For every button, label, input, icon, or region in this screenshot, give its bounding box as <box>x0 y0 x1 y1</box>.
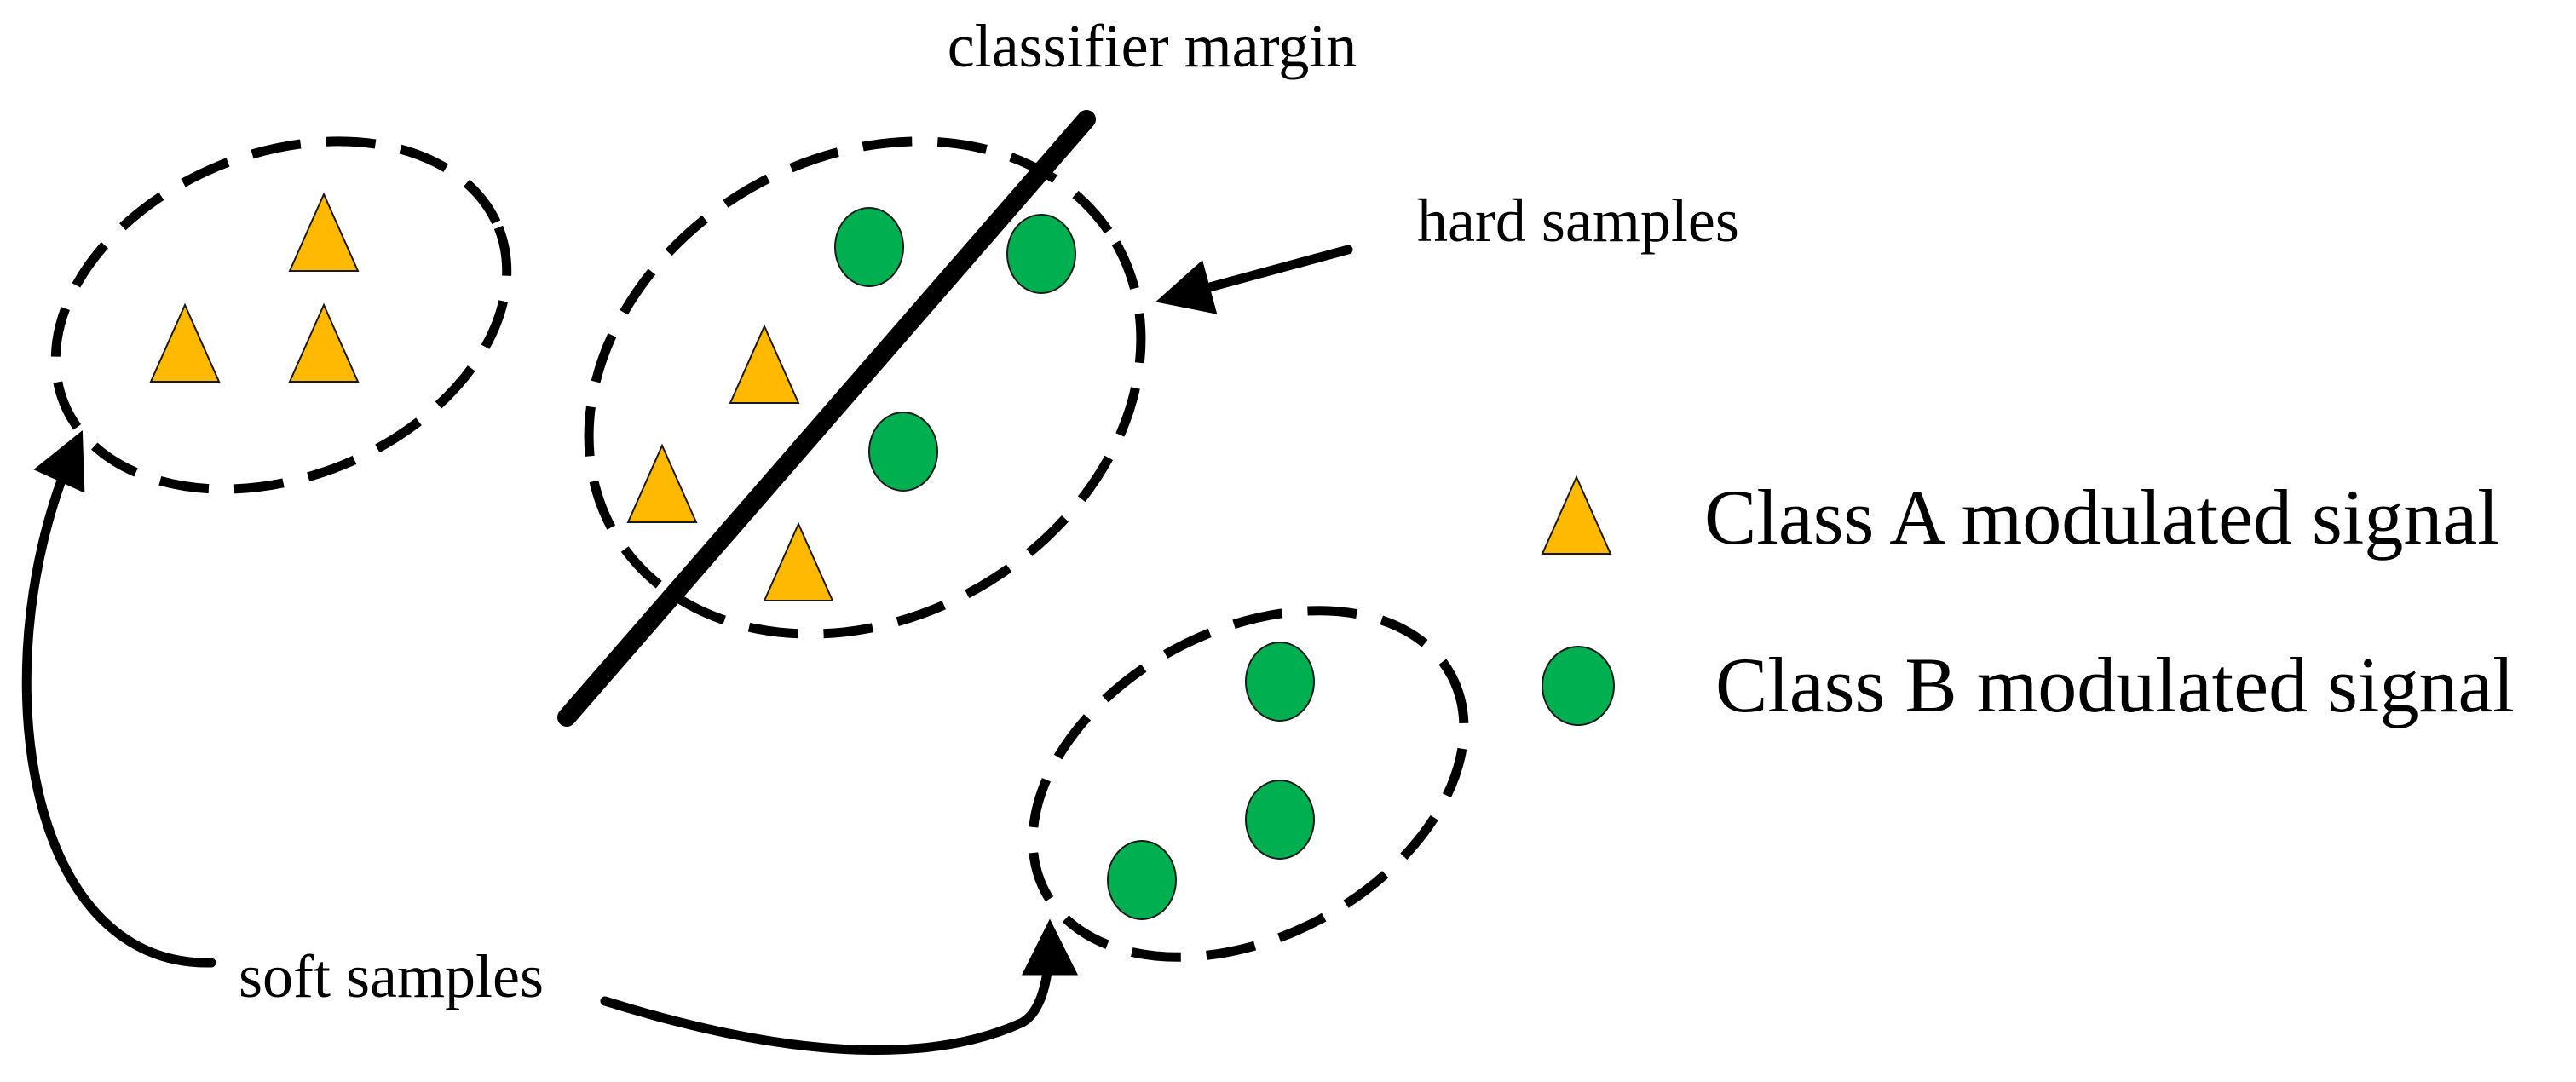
class-b-circle <box>1245 780 1315 860</box>
soft-samples-arrow-left <box>21 429 216 968</box>
legend-triangle-icon <box>1541 475 1612 555</box>
soft-sample-cluster-a <box>50 136 512 494</box>
class-a-triangle <box>626 443 698 523</box>
class-a-triangle <box>763 521 834 601</box>
legend-circle-icon <box>1542 646 1615 726</box>
hard-samples-label: hard samples <box>1417 187 1739 255</box>
classifier-margin-line <box>557 110 1096 727</box>
class-a-triangle <box>288 302 360 383</box>
class-b-markers <box>834 207 1315 920</box>
class-b-circle <box>868 412 938 492</box>
class-a-triangle <box>288 192 360 272</box>
legend: Class A modulated signal Class B modulat… <box>1541 474 2515 728</box>
class-b-circle <box>1245 642 1315 722</box>
class-a-markers <box>149 192 834 601</box>
soft-samples-label: soft samples <box>239 942 544 1010</box>
soft-sample-cluster-b <box>1028 606 1469 962</box>
legend-class-a-label: Class A modulated signal <box>1704 474 2499 561</box>
classifier-margin-label: classifier margin <box>948 12 1357 80</box>
legend-class-b-label: Class B modulated signal <box>1715 642 2515 728</box>
class-b-circle <box>834 207 904 287</box>
soft-samples-arrow-right <box>600 918 1078 1055</box>
class-b-circle <box>1006 214 1076 294</box>
hard-samples-arrow <box>1155 245 1353 314</box>
hard-sample-cluster <box>584 136 1146 639</box>
class-a-triangle <box>149 302 221 383</box>
class-a-triangle <box>729 324 800 404</box>
class-b-circle <box>1107 840 1177 920</box>
